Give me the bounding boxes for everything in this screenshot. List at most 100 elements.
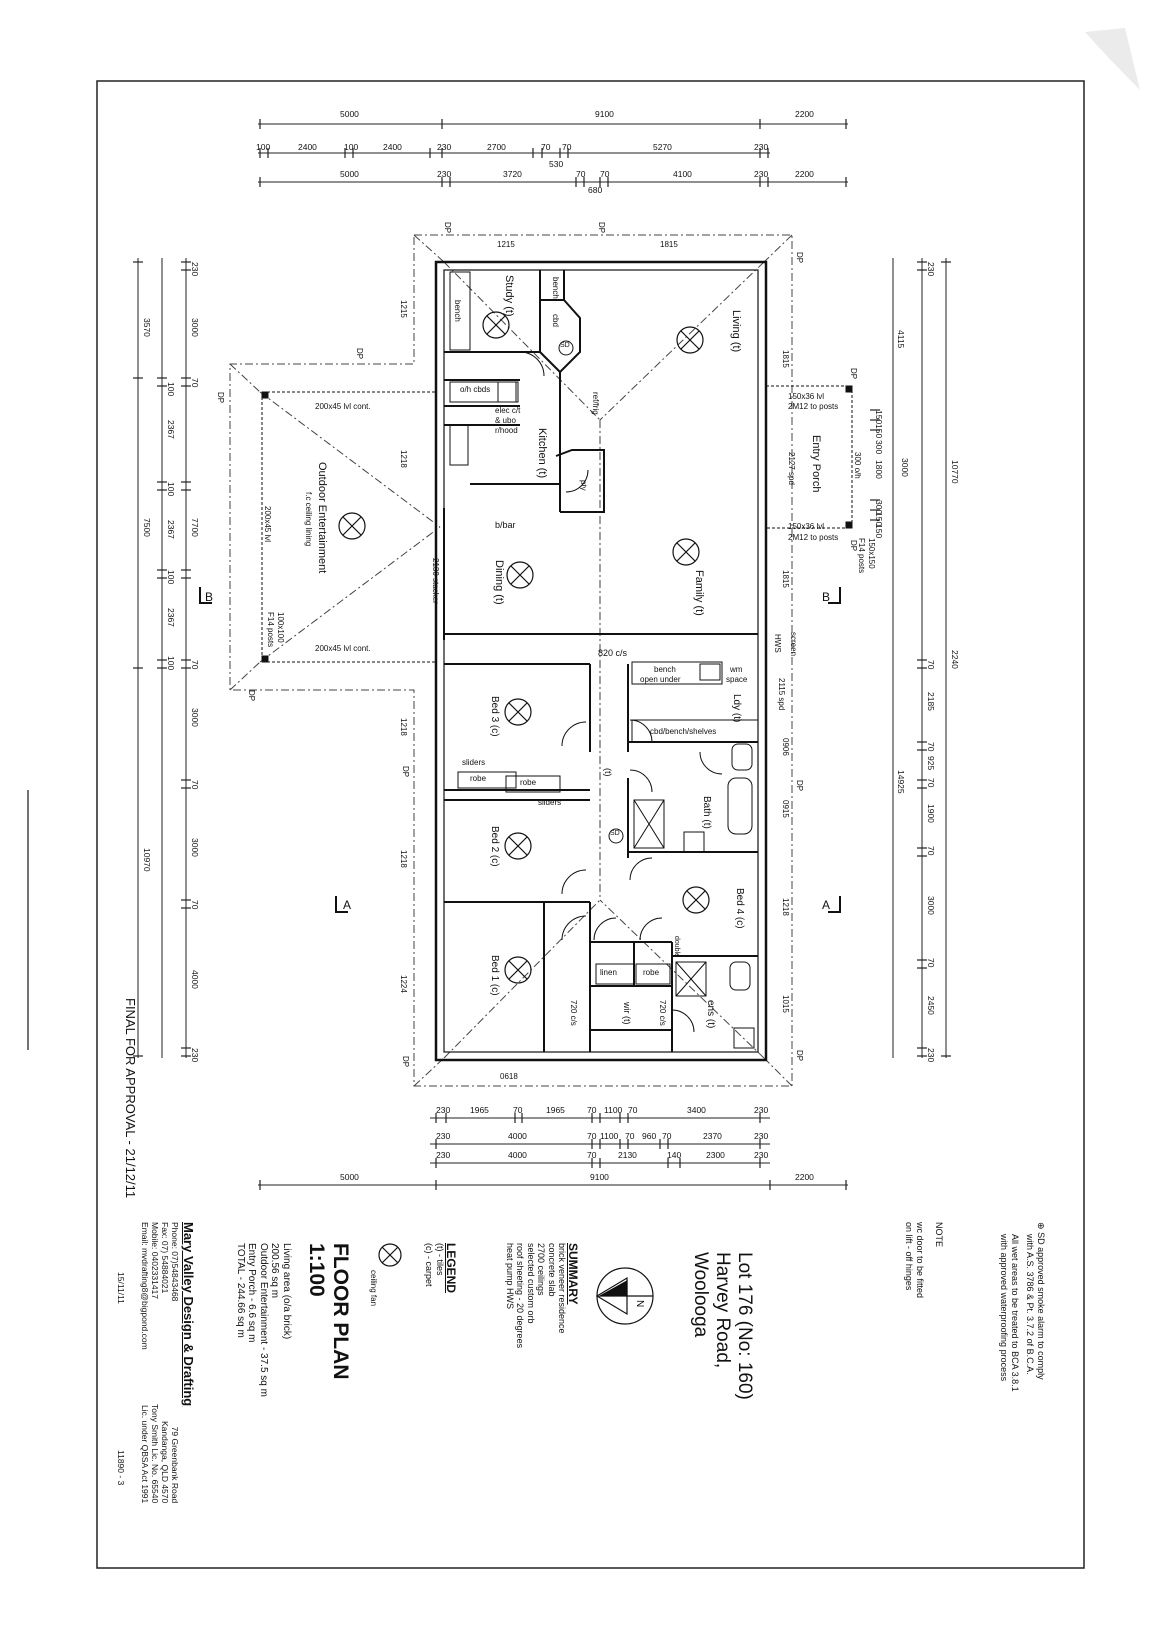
svg-text:70: 70 (926, 660, 936, 670)
svg-text:2200: 2200 (795, 109, 814, 119)
svg-text:4000: 4000 (508, 1131, 527, 1141)
smoke-alarms (558, 340, 624, 844)
svg-text:70: 70 (600, 169, 610, 179)
svg-text:9100: 9100 (595, 109, 614, 119)
svg-text:2300: 2300 (706, 1150, 725, 1160)
svg-text:2370: 2370 (703, 1131, 722, 1141)
svg-text:100: 100 (256, 142, 270, 152)
svg-text:1900: 1900 (926, 804, 936, 823)
wall-length: 1215 (497, 240, 515, 249)
svg-text:3570: 3570 (142, 318, 152, 337)
label-sliders-1: sliders (462, 758, 486, 767)
svg-text:2200: 2200 (795, 169, 814, 179)
section-a-right: A (822, 898, 831, 912)
svg-text:70: 70 (190, 900, 200, 910)
svg-text:1100: 1100 (604, 1105, 623, 1115)
label-sd-2: SD (610, 830, 620, 837)
svg-text:230: 230 (436, 1131, 450, 1141)
svg-text:2200: 2200 (795, 1172, 814, 1182)
svg-text:2367: 2367 (166, 420, 176, 439)
svg-text:100: 100 (166, 482, 176, 496)
section-b-right: B (822, 590, 831, 604)
side-dimension-labels: 230 3000 70 7700 70 3000 70 3000 70 4000… (142, 262, 960, 1062)
top-dimensions: 5000 9100 2200 100 2400 100 2400 230 270… (256, 109, 848, 195)
fixtures (449, 271, 759, 1049)
svg-text:300: 300 (874, 440, 884, 454)
svg-text:5000: 5000 (340, 169, 359, 179)
svg-text:680: 680 (588, 185, 602, 195)
label-open-under: open under (640, 675, 681, 684)
svg-text:1100: 1100 (600, 1131, 619, 1141)
label-porch-lvl-bot: 150x36 lvl (788, 522, 825, 531)
north-label: N (634, 1300, 645, 1307)
label-porch-posts-top: 2M12 to posts (788, 402, 839, 411)
svg-text:230: 230 (754, 1105, 768, 1115)
svg-text:230: 230 (437, 142, 451, 152)
label-porch-posts-bot: 2M12 to posts (788, 533, 839, 542)
svg-text:230: 230 (754, 1131, 768, 1141)
label-porch-lvl-top: 150x36 lvl (788, 392, 825, 401)
svg-text:70: 70 (190, 660, 200, 670)
ceiling-fans (338, 311, 710, 984)
svg-text:3400: 3400 (687, 1105, 706, 1115)
outdoor-area (261, 391, 437, 663)
label-cbd-shelves: cbd/bench/shelves (650, 727, 717, 736)
svg-text:1965: 1965 (546, 1105, 565, 1115)
svg-text:100: 100 (166, 382, 176, 396)
svg-text:230: 230 (754, 1150, 768, 1160)
entry-porch (765, 385, 853, 529)
svg-text:230: 230 (926, 262, 936, 276)
svg-text:100: 100 (166, 570, 176, 584)
svg-text:2367: 2367 (166, 608, 176, 627)
svg-text:1800: 1800 (874, 460, 884, 479)
section-a-left: A (343, 898, 352, 912)
side-dimensions (133, 258, 951, 1058)
svg-text:100: 100 (166, 656, 176, 670)
svg-text:2400: 2400 (383, 142, 402, 152)
label-rhood: r/hood (495, 426, 518, 435)
svg-text:2400: 2400 (298, 142, 317, 152)
svg-text:3000: 3000 (190, 708, 200, 727)
svg-text:230: 230 (190, 262, 200, 276)
label-wm: wm (730, 665, 743, 674)
svg-text:925: 925 (926, 756, 936, 770)
svg-text:100: 100 (344, 142, 358, 152)
svg-text:70: 70 (926, 778, 936, 788)
svg-text:70: 70 (190, 378, 200, 388)
wall-length: 1815 (660, 240, 678, 249)
svg-text:230: 230 (754, 169, 768, 179)
svg-text:70: 70 (926, 958, 936, 968)
svg-text:2185: 2185 (926, 692, 936, 711)
svg-text:7700: 7700 (190, 518, 200, 537)
svg-text:10770: 10770 (950, 460, 960, 484)
svg-text:14925: 14925 (896, 770, 906, 794)
svg-text:530: 530 (549, 159, 563, 169)
svg-text:150: 150 (874, 410, 884, 424)
svg-text:70: 70 (926, 742, 936, 752)
svg-text:5270: 5270 (653, 142, 672, 152)
svg-text:230: 230 (436, 1105, 450, 1115)
svg-text:2240: 2240 (950, 650, 960, 669)
label-robe-1: robe (470, 774, 487, 783)
label-lvl-cont-top: 200x45 lvl cont. (315, 402, 371, 411)
label-bench-ldy: bench (654, 665, 676, 674)
label-linen: linen (600, 968, 617, 977)
label-robe-2: robe (520, 778, 537, 787)
label-lvl-cont-bot: 200x45 lvl cont. (315, 644, 371, 653)
svg-text:7500: 7500 (142, 518, 152, 537)
svg-text:70: 70 (513, 1105, 523, 1115)
svg-text:4100: 4100 (673, 169, 692, 179)
label-sliders-2: sliders (538, 798, 562, 807)
svg-text:3720: 3720 (503, 169, 522, 179)
svg-text:4000: 4000 (190, 970, 200, 989)
svg-text:150: 150 (874, 524, 884, 538)
section-b-left: B (205, 590, 214, 604)
svg-text:140: 140 (667, 1150, 681, 1160)
svg-text:10970: 10970 (142, 848, 152, 872)
svg-text:3000: 3000 (190, 318, 200, 337)
label-space: space (726, 675, 748, 684)
label-cs: 820 c/s (598, 648, 628, 658)
